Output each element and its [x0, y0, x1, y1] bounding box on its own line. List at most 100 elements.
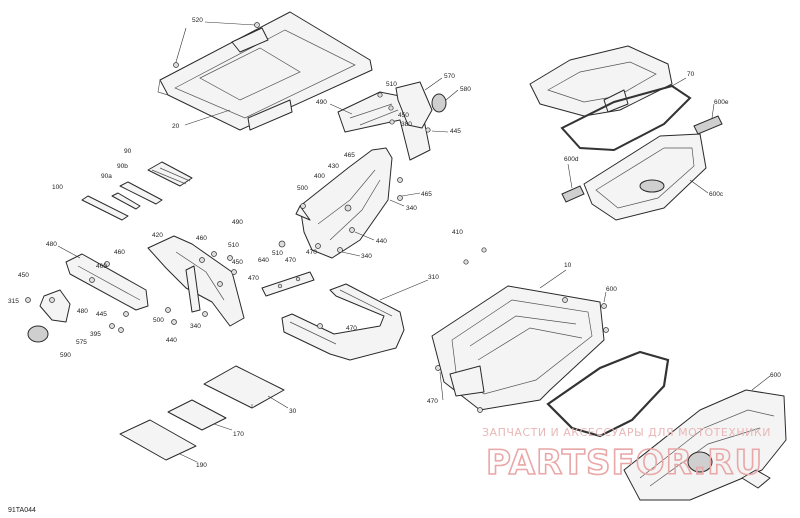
callout-600e: 70	[687, 71, 695, 78]
callout-510: 510	[386, 81, 397, 88]
callout-470-c: 470	[346, 325, 357, 332]
screw-icon	[601, 303, 607, 309]
callout-340-b: 340	[361, 253, 372, 260]
callout-600d: 600e	[714, 99, 729, 106]
watermark-brand: PARTSFOR.RU	[486, 443, 763, 483]
callout-500-b: 500	[153, 317, 164, 324]
callout-460-b: 460	[96, 263, 107, 270]
screw-icon	[123, 311, 129, 317]
part-190-booklet[interactable]	[167, 399, 227, 431]
callout-470: 470	[306, 249, 317, 256]
part-430-frame[interactable]	[295, 147, 393, 259]
screw-icon	[337, 247, 343, 253]
callout-580: 580	[460, 86, 471, 93]
part-90a-screwdriver[interactable]	[111, 192, 141, 210]
screw-icon	[435, 365, 441, 371]
callout-170: 30	[289, 408, 297, 415]
screw-icon	[217, 281, 223, 287]
callout-400: 400	[314, 173, 325, 180]
part-600-top-lid[interactable]	[529, 45, 673, 117]
callout-460: 460	[114, 249, 125, 256]
callout-70: 190	[196, 462, 207, 469]
part-600e-gasket[interactable]	[560, 84, 692, 152]
callout-90: 90	[124, 148, 132, 155]
callout-480: 480	[46, 241, 57, 248]
part-170-manual[interactable]	[203, 365, 285, 409]
callout-315: 315	[8, 298, 19, 305]
part-30-rear-cover[interactable]	[623, 389, 787, 501]
screw-icon	[202, 311, 208, 317]
screw-icon	[199, 257, 205, 263]
callout-470-b: 470	[285, 257, 296, 264]
screw-icon	[171, 319, 177, 325]
part-600-seal[interactable]	[546, 350, 670, 438]
callout-420: 420	[152, 232, 163, 239]
callout-500: 500	[297, 185, 308, 192]
screw-icon	[231, 269, 237, 275]
part-70-booklet[interactable]	[119, 419, 197, 461]
screw-icon	[463, 259, 469, 265]
part-90b-wrench[interactable]	[119, 181, 163, 205]
callout-100: 100	[52, 184, 63, 191]
screw-icon	[25, 297, 31, 303]
callout-90b: 90b	[117, 163, 128, 170]
screw-icon	[165, 307, 171, 313]
part-310-grab-handle[interactable]	[281, 283, 405, 361]
callout-20: 20	[172, 123, 180, 130]
part-10-rear-box[interactable]	[431, 285, 605, 411]
part-420-side-bracket[interactable]	[147, 235, 245, 327]
callout-90a: 90a	[101, 173, 112, 180]
screw-icon	[227, 255, 233, 261]
screw-icon	[118, 327, 124, 333]
callout-465-b: 465	[421, 191, 432, 198]
part-580-cap[interactable]	[431, 93, 447, 113]
callout-590: 590	[60, 352, 71, 359]
callout-395: 395	[90, 331, 101, 338]
callout-30: 600	[770, 372, 781, 379]
callout-340: 340	[406, 205, 417, 212]
part-30-latch[interactable]	[741, 469, 771, 489]
screw-icon	[109, 323, 115, 329]
part-90-tool-pouch[interactable]	[147, 161, 193, 187]
callout-410: 410	[452, 229, 463, 236]
callout-10: 10	[564, 262, 572, 269]
screw-icon	[211, 251, 217, 257]
screw-icon	[389, 119, 395, 125]
screw-icon	[397, 195, 403, 201]
screw-icon	[254, 22, 260, 28]
callout-450: 450	[398, 112, 409, 119]
part-640-strap[interactable]	[261, 271, 315, 297]
screw-icon	[89, 277, 95, 283]
part-570-hinge[interactable]	[395, 81, 433, 129]
part-590-knob[interactable]	[27, 325, 49, 343]
part-20-upper-tray[interactable]	[157, 11, 373, 131]
callout-340-c: 340	[190, 323, 201, 330]
callout-460-c: 460	[196, 235, 207, 242]
callout-465: 465	[344, 152, 355, 159]
part-480b-plate[interactable]	[39, 289, 71, 323]
callout-490-b: 490	[232, 219, 243, 226]
callout-520: 520	[192, 17, 203, 24]
screw-icon	[300, 203, 306, 209]
screw-icon	[317, 323, 323, 329]
screw-icon	[603, 327, 609, 333]
callout-450-b: 450	[232, 259, 243, 266]
screw-icon	[481, 247, 487, 253]
screw-icon	[344, 204, 352, 212]
part-600c-clip[interactable]	[561, 185, 585, 203]
screw-icon	[477, 407, 483, 413]
screw-icon	[562, 297, 568, 303]
part-600d-clip[interactable]	[693, 115, 723, 135]
part-480-rail[interactable]	[65, 253, 149, 311]
screw-icon	[397, 177, 403, 183]
part-620-liner[interactable]	[583, 133, 707, 221]
callout-445-b: 445	[96, 311, 107, 318]
part-100-tool[interactable]	[81, 195, 129, 221]
callout-600c: 600d	[564, 156, 579, 163]
watermark-tagline: ЗАПЧАСТИ И АКСЕССУАРЫ ДЛЯ МОТОТЕХНИКИ	[482, 426, 771, 439]
callout-490: 490	[316, 99, 327, 106]
screw-icon	[388, 105, 394, 111]
callout-440: 440	[376, 238, 387, 245]
callout-450-c: 450	[18, 272, 29, 279]
